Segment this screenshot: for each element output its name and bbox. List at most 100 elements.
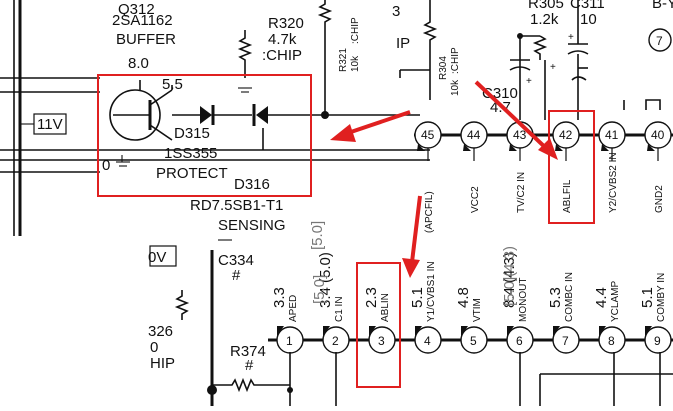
ic-pin-name: MONOUT bbox=[518, 278, 529, 322]
ic-pin-name: COMBY IN bbox=[656, 273, 667, 322]
plus-sign: + bbox=[568, 32, 574, 43]
pin-arrow-icon bbox=[323, 326, 330, 336]
pin-arrow-icon bbox=[417, 144, 425, 151]
ic-pin-number: 5 bbox=[470, 334, 477, 348]
d316-label: D316 bbox=[234, 176, 270, 193]
q312-role: BUFFER bbox=[116, 31, 176, 48]
ic-pin-name: VCC2 bbox=[470, 186, 481, 213]
ic-pin-name: APED bbox=[288, 295, 299, 322]
ic-pin-voltage: 3.4 (5.0) bbox=[317, 252, 334, 308]
ic-pin-9 bbox=[644, 326, 672, 354]
ic-pin-voltage: 3.3 bbox=[271, 287, 288, 308]
junction-dot bbox=[207, 385, 217, 395]
c311-value: 10 bbox=[580, 11, 597, 28]
dashed-value-partial: [5.0] bbox=[309, 221, 326, 250]
zener-d316-icon bbox=[256, 106, 268, 124]
pin-arrow-icon bbox=[647, 144, 655, 151]
arrowhead-icon bbox=[330, 124, 356, 142]
annotation-arrow-icon bbox=[410, 195, 422, 263]
ic-pin-name: GND2 bbox=[654, 185, 665, 213]
ic-pin-voltage: 4.4 bbox=[593, 287, 610, 308]
plus-sign: + bbox=[550, 62, 556, 73]
ic-pin-8 bbox=[598, 326, 626, 354]
highlight-pin3 bbox=[356, 262, 401, 388]
ic-pin-name: COMBC IN bbox=[564, 272, 575, 322]
pin-arrow-icon bbox=[601, 144, 609, 151]
ground-icon bbox=[238, 87, 252, 93]
ic-pin-voltage: 5.1 bbox=[639, 287, 656, 308]
wire bbox=[645, 99, 661, 110]
pin-arrow-icon bbox=[461, 326, 468, 336]
ic-pin-voltage: 5.1 bbox=[409, 287, 426, 308]
q312-vemitter: 5.5 bbox=[162, 76, 183, 93]
ic-pin-4 bbox=[414, 326, 442, 354]
ic-pin-7 bbox=[552, 326, 580, 354]
resistor-r374-icon bbox=[212, 377, 290, 393]
supply-label: 11V bbox=[37, 116, 63, 133]
r320-value: 4.7k bbox=[268, 31, 297, 48]
d315-label: D315 bbox=[174, 125, 210, 142]
annotation-arrow-icon bbox=[344, 110, 411, 136]
resistor-icon bbox=[174, 290, 190, 320]
q312-label: Q312 bbox=[118, 1, 155, 18]
ic-pin-voltage: 5.3 bbox=[547, 287, 564, 308]
wire bbox=[149, 89, 173, 106]
diode-d315-icon bbox=[200, 106, 212, 124]
r304-label: R304 bbox=[438, 56, 449, 80]
pin-arrow-icon bbox=[369, 326, 376, 336]
partial-label: IP bbox=[396, 35, 410, 52]
capacitor-plate bbox=[567, 50, 589, 55]
ic-pin-number: 45 bbox=[421, 128, 435, 142]
junction-dot bbox=[287, 387, 293, 393]
ic-pin-name: YCLAMP bbox=[610, 281, 621, 322]
q312-vground: 0 bbox=[102, 157, 110, 174]
resistor-r304-icon bbox=[422, 0, 438, 100]
arrowhead-icon bbox=[538, 138, 558, 160]
r320-label: R320 bbox=[268, 15, 304, 32]
transistor-q312-icon bbox=[109, 89, 161, 141]
c334-label: C334 bbox=[218, 252, 254, 269]
ic-pin-number: 40 bbox=[651, 128, 665, 142]
pin-arrow-icon bbox=[509, 144, 517, 151]
partial-label: 3 bbox=[392, 3, 400, 20]
dashed-value-pin2: [5.0] bbox=[311, 275, 328, 304]
partial-by-label: B-Y bbox=[652, 0, 673, 12]
ic-pin-number: 1 bbox=[286, 334, 293, 348]
ic-pin-number: 4 bbox=[424, 334, 431, 348]
dashed-value-pin6: [5.0](4.3) bbox=[501, 246, 518, 306]
ic-pin-number: 43 bbox=[513, 128, 527, 142]
ic-pin-number: 8 bbox=[608, 334, 615, 348]
r321-type: :CHIP bbox=[350, 17, 361, 44]
r305-value: 1.2k bbox=[530, 11, 559, 28]
ic-pin-number: 41 bbox=[605, 128, 619, 142]
d315-part: 1SS355 bbox=[164, 145, 217, 162]
q312-part: 2SA1162 bbox=[112, 12, 173, 29]
ic-pin-number: 3 bbox=[378, 334, 385, 348]
ic-pin-name: VTIM bbox=[472, 298, 483, 322]
r304-value: 10k bbox=[450, 79, 461, 96]
q312-vbase: 8.0 bbox=[128, 55, 149, 72]
capacitor-plate bbox=[509, 66, 531, 71]
pin-arrow-icon bbox=[645, 326, 652, 336]
c334-hash: # bbox=[232, 267, 241, 284]
ic-pin-3 bbox=[368, 326, 396, 354]
highlight-protect-circuit bbox=[97, 74, 312, 197]
r320-type: :CHIP bbox=[262, 47, 302, 64]
r326-zero: 0 bbox=[150, 339, 158, 356]
ic-pin-name: (APCFIL) bbox=[424, 191, 435, 233]
pin-arrow-icon bbox=[507, 326, 514, 336]
ic-pin-number: 44 bbox=[467, 128, 481, 142]
connector-pin-icon bbox=[648, 28, 672, 52]
ic-pin-number: 7 bbox=[562, 334, 569, 348]
plus-sign: + bbox=[526, 76, 532, 87]
partial-box bbox=[149, 245, 177, 267]
ic-pin-number: 2 bbox=[332, 334, 339, 348]
ic-pin-5 bbox=[460, 326, 488, 354]
pin-arrow-icon bbox=[555, 144, 563, 151]
ic-pin-name: ABLIN bbox=[380, 293, 391, 322]
arrowhead-icon bbox=[402, 258, 420, 278]
r321-value: 10k bbox=[350, 55, 361, 72]
